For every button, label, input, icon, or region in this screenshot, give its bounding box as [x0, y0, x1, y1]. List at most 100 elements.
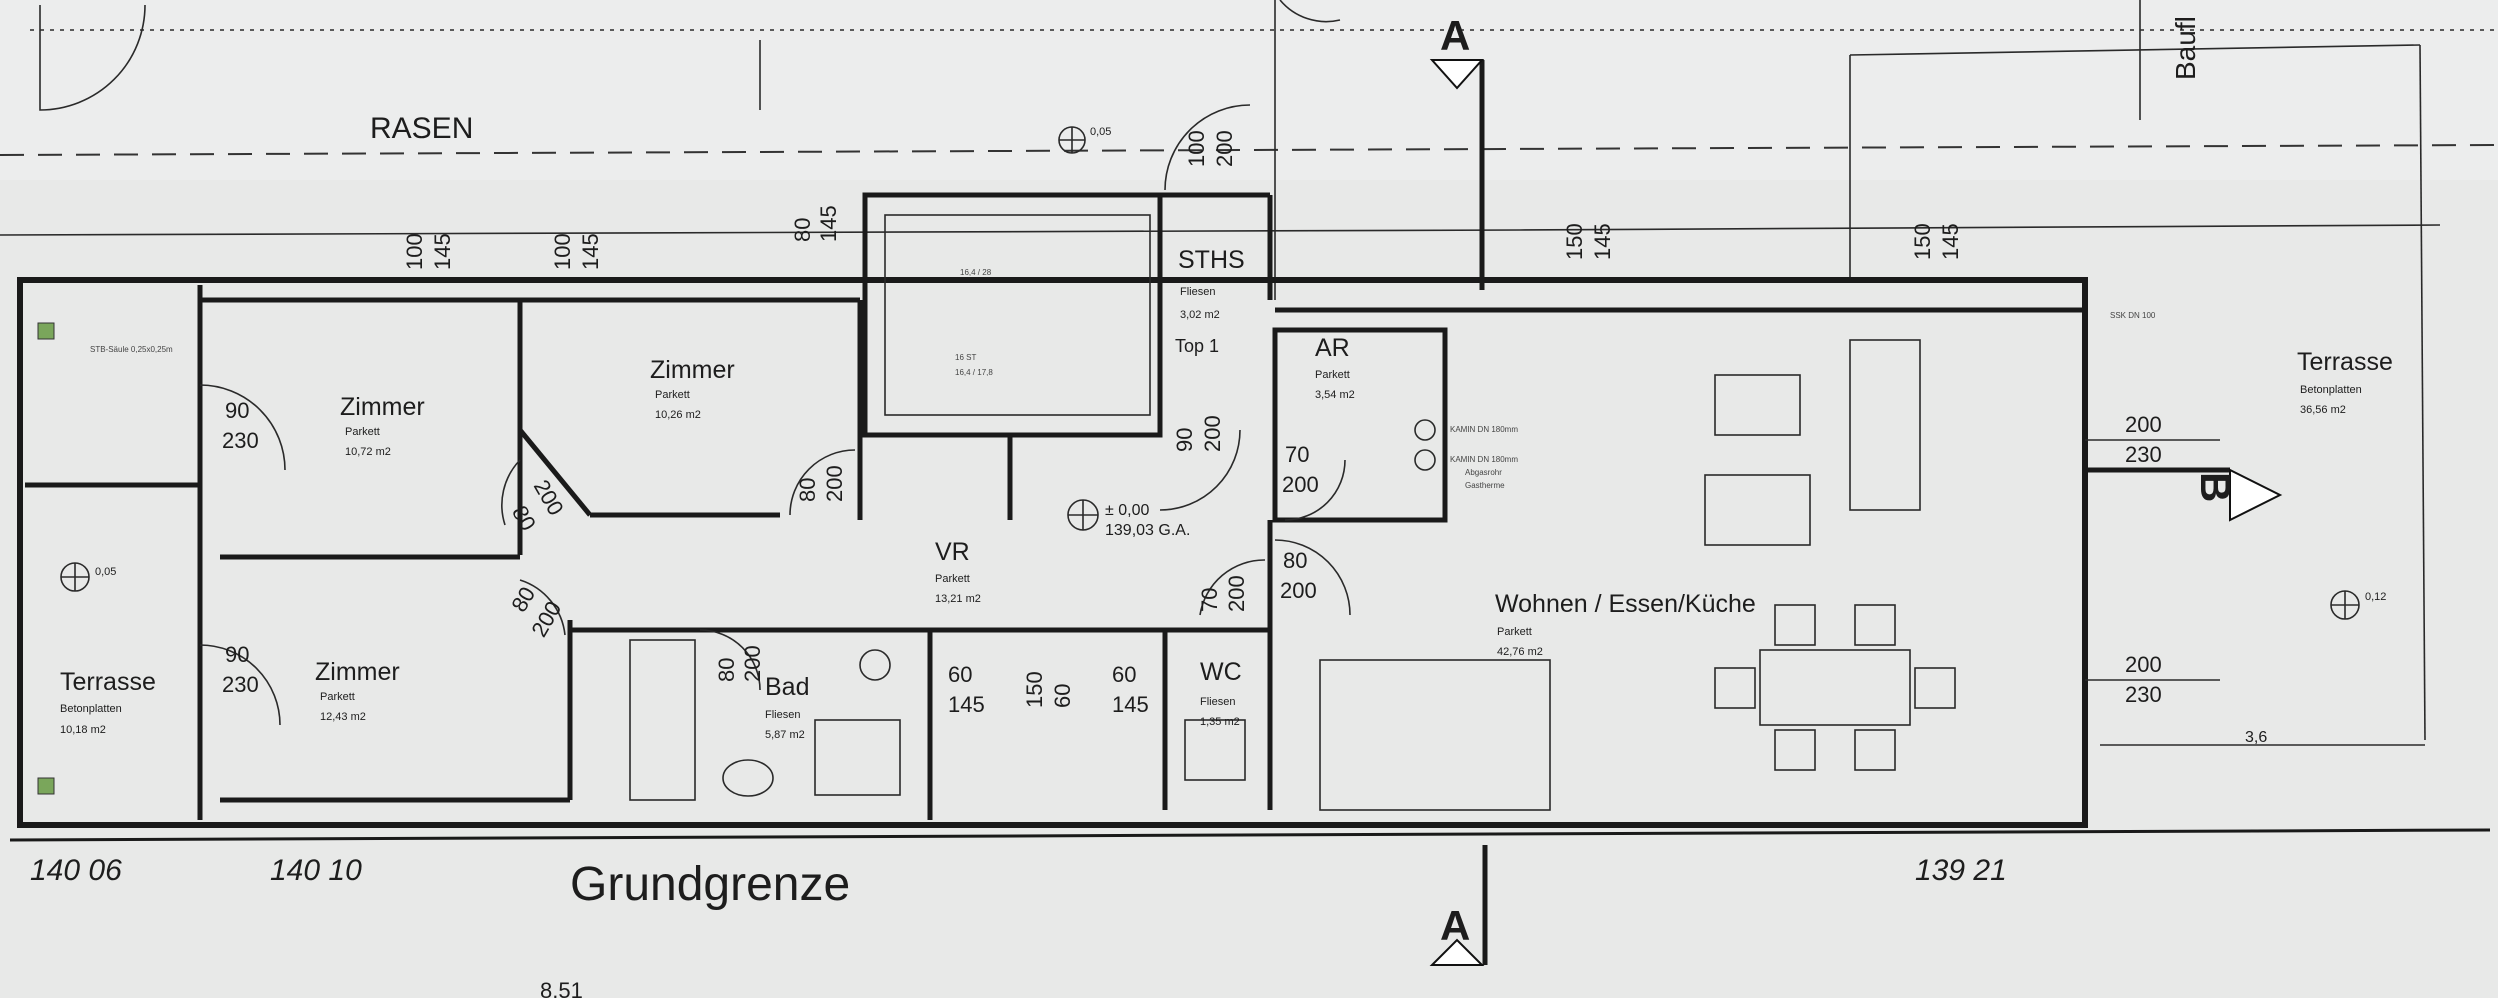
- dim-ar-w: 70: [1285, 442, 1309, 467]
- room-zimmer1-floor: Parkett: [345, 426, 380, 438]
- room-zimmer2-floor: Parkett: [655, 389, 690, 401]
- dim-bad-w: 80: [714, 658, 739, 682]
- chair-2: [1854, 604, 1896, 646]
- level-top: 0,05: [1090, 126, 1111, 138]
- paper-shade: [0, 0, 2498, 180]
- door-top: [1164, 104, 1251, 191]
- dim-top-w: 100: [1184, 130, 1209, 167]
- dim-window2-w: 100: [550, 233, 575, 270]
- label-section-a-top: A: [1440, 12, 1470, 59]
- label-section-b: B: [2192, 472, 2239, 502]
- room-vr-floor: Parkett: [935, 573, 970, 585]
- level-right: 0,12: [2365, 591, 2386, 603]
- door-wohnen: [1274, 539, 1351, 616]
- dim-top-h: 200: [1212, 130, 1237, 167]
- annot-stair: 16 ST: [955, 353, 976, 362]
- stb-column-bottom: [37, 777, 55, 795]
- room-vr-area: 13,21 m2: [935, 593, 981, 605]
- dim-window2-h: 145: [578, 233, 603, 270]
- dim-bad-win3-w: 150: [1022, 671, 1047, 708]
- dim-right-bottom-w: 200: [2125, 652, 2162, 677]
- chair-6: [1914, 667, 1956, 709]
- level-marker-right: [2330, 590, 2360, 620]
- door-z3-right: [519, 579, 566, 636]
- room-zimmer1-name: Zimmer: [340, 393, 425, 421]
- bottom-number: 8,51: [540, 978, 583, 998]
- annot-kamin1: KAMIN DN 180mm: [1450, 425, 1518, 434]
- right-offset: 3,6: [2245, 729, 2267, 746]
- door-bad: [699, 629, 761, 691]
- garden-edge-line: [0, 229, 1521, 236]
- dim-window1-h: 145: [430, 233, 455, 270]
- dim-z1-h: 230: [222, 428, 259, 453]
- level-center: ± 0,00: [1105, 502, 1149, 519]
- label-building-line: Baufl: [2170, 16, 2201, 80]
- room-bad-floor: Fliesen: [765, 709, 800, 721]
- room-terrasse-right-name: Terrasse: [2297, 348, 2393, 376]
- room-terrasse-left-floor: Betonplatten: [60, 703, 122, 715]
- room-terrasse-right-floor: Betonplatten: [2300, 384, 2362, 396]
- boundary-level-3: 139 21: [1915, 854, 2007, 887]
- chair-5: [1714, 667, 1756, 709]
- room-ar-floor: Parkett: [1315, 369, 1350, 381]
- room-zimmer3-area: 12,43 m2: [320, 711, 366, 723]
- annot-ssk: SSK DN 100: [2110, 311, 2156, 320]
- door-z1: [199, 384, 286, 471]
- annot-stb: STB-Säule 0,25x0,25m: [90, 345, 173, 354]
- room-terrasse-left-name: Terrasse: [60, 668, 156, 696]
- dim-bad-h: 200: [740, 645, 765, 682]
- label-boundary: Grundgrenze: [570, 858, 850, 911]
- furniture-table-top: [1714, 374, 1801, 436]
- level-center-abs: 139,03 G.A.: [1105, 522, 1190, 539]
- dim-ar-h: 200: [1282, 472, 1319, 497]
- label-lawn: RASEN: [370, 112, 473, 145]
- section-arrow-a-bottom: [1429, 938, 1485, 966]
- room-wohnen-floor: Parkett: [1497, 626, 1532, 638]
- door-wc: [1199, 559, 1266, 616]
- neighbor-outline-top: [1849, 44, 2421, 56]
- dim-wohnen-w: 80: [1283, 548, 1307, 573]
- room-wohnen-area: 42,76 m2: [1497, 646, 1543, 658]
- neighbor-outline-right: [2419, 44, 2426, 741]
- annot-kamin2: KAMIN DN 180mm: [1450, 455, 1518, 464]
- bathtub: [629, 639, 696, 801]
- door-z2-left: [501, 459, 521, 526]
- site-door-arc: [39, 4, 146, 111]
- shower-tray: [814, 719, 901, 796]
- dim-right-top-w: 200: [2125, 412, 2162, 437]
- room-vr-name: VR: [935, 538, 970, 566]
- dim-window3-w: 80: [790, 218, 815, 242]
- kitchen-counter: [1319, 659, 1551, 811]
- room-zimmer2-area: 10,26 m2: [655, 409, 701, 421]
- room-sths-area: 3,02 m2: [1180, 309, 1220, 321]
- stb-column-top: [37, 322, 55, 340]
- chair-1: [1774, 604, 1816, 646]
- room-zimmer2-name: Zimmer: [650, 356, 735, 384]
- dim-zim2-w: 80: [795, 478, 820, 502]
- annot-stair2: 16,4 / 17,8: [955, 368, 993, 377]
- dim-right-top-h: 230: [2125, 442, 2162, 467]
- dim-window5-h: 145: [1938, 223, 1963, 260]
- dim-window4-w: 150: [1562, 223, 1587, 260]
- dim-window5-w: 150: [1910, 223, 1935, 260]
- dim-bad-win1-h: 145: [948, 692, 985, 717]
- dim-bad-win3-h: 60: [1050, 684, 1075, 708]
- door-zim2: [789, 449, 856, 516]
- wall-z2-diag: [518, 428, 592, 517]
- ar-room: [1272, 327, 1448, 523]
- door-sths: [1159, 429, 1241, 511]
- dim-z1-w: 90: [225, 398, 249, 423]
- room-wc-floor: Fliesen: [1200, 696, 1235, 708]
- room-wohnen-name: Wohnen / Essen/Küche: [1495, 590, 1756, 618]
- section-arrow-b: [2229, 468, 2283, 522]
- dim-bad-win2-h: 145: [1112, 692, 1149, 717]
- dim-bad-win2-w: 60: [1112, 662, 1136, 687]
- site-door-arc-2: [1279, 0, 1341, 23]
- boundary-level-2: 140 10: [270, 854, 362, 887]
- sink-bad: [859, 649, 891, 681]
- label-section-a-bottom: A: [1440, 902, 1470, 949]
- wc-bowl-bad: [722, 759, 774, 797]
- level-marker-center: [1067, 499, 1099, 531]
- annot-stair3: 16,4 / 28: [960, 268, 992, 277]
